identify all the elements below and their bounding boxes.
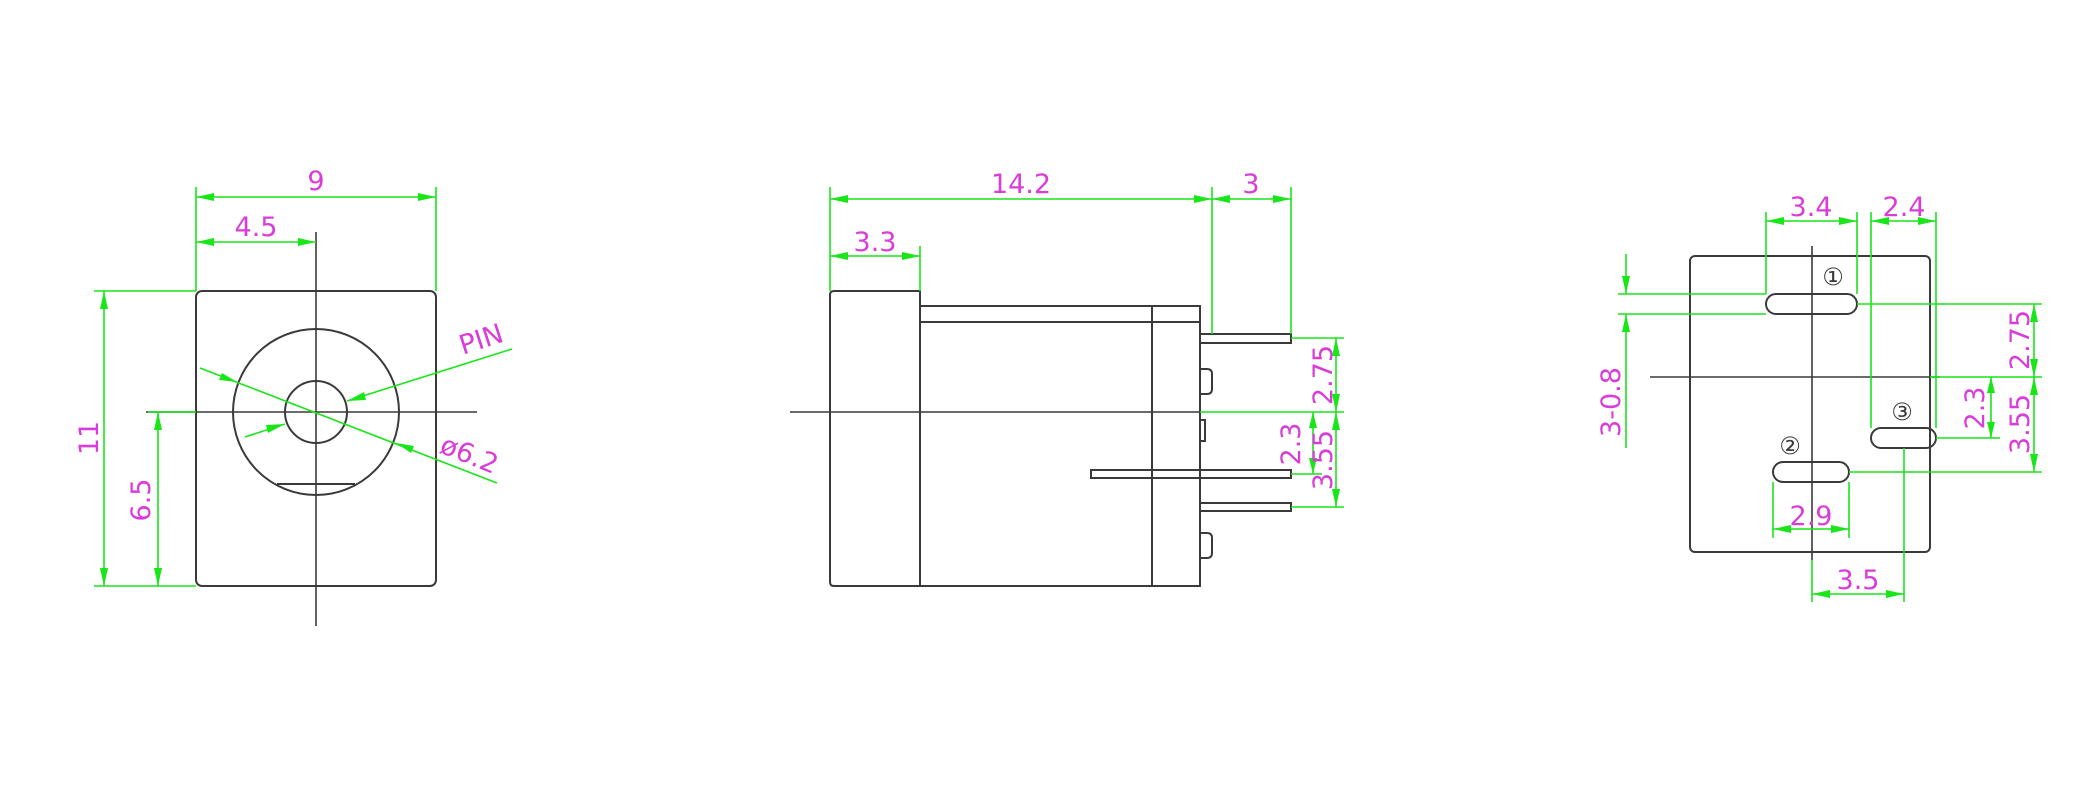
dim-label-center-height: 6.5	[126, 479, 157, 522]
pin-label: PIN	[455, 318, 507, 361]
arrowhead	[1332, 338, 1340, 356]
arrowhead	[298, 238, 316, 246]
arrowhead	[1766, 217, 1784, 225]
pin-marker-1: ①	[1822, 263, 1844, 291]
arrowhead	[2030, 359, 2038, 377]
arrowhead	[1273, 195, 1291, 203]
dim-label-offset-2-3: 2.3	[1960, 387, 1991, 430]
arrowhead	[830, 252, 848, 260]
pin-1-side	[1199, 333, 1292, 344]
arrowhead	[1332, 489, 1340, 507]
arrowhead	[1831, 525, 1849, 533]
arrowhead	[1309, 458, 1317, 474]
arrowhead	[830, 195, 848, 203]
pin-marker-2: ②	[1779, 432, 1801, 460]
dim-label-step-length: 3.3	[854, 227, 897, 258]
dim-label-pin3-offset: 3.55	[1308, 430, 1339, 490]
dim-label-pin-length: 3	[1242, 169, 1259, 200]
arrowhead	[2030, 304, 2038, 322]
dim-label-slot-spacing-right: 2.4	[1883, 192, 1926, 223]
front-view: 9 4.5 11 6.5 PIN ø6.2	[74, 166, 513, 626]
arrowhead	[100, 568, 108, 586]
dim-label-slot-spacing-left: 3.4	[1790, 192, 1833, 223]
arrowhead	[1622, 276, 1630, 294]
arrowhead	[1622, 314, 1630, 332]
arrowhead	[347, 392, 366, 401]
side-body	[919, 305, 1201, 587]
arrowhead	[1212, 195, 1230, 203]
bottom-view: ① ② ③ 3.4 2.4 3-0.8 2.75	[1596, 192, 2042, 602]
pin-2-side	[1090, 469, 1292, 479]
arrowhead	[1871, 217, 1889, 225]
arrowhead	[1332, 394, 1340, 412]
arrowhead	[2030, 377, 2038, 395]
arrowhead	[1839, 217, 1857, 225]
arrowhead	[1194, 195, 1212, 203]
dim-label-half-width: 4.5	[235, 212, 278, 243]
dim-label-slot-distance: 3.5	[1837, 565, 1880, 596]
arrowhead	[902, 252, 920, 260]
dim-label-offset-2-75: 2.75	[2005, 310, 2036, 370]
side-tab	[1200, 368, 1213, 395]
arrowhead	[1773, 525, 1791, 533]
arrowhead	[219, 373, 237, 382]
dim-label-pin2-offset: 2.3	[1276, 423, 1307, 466]
arrowhead	[396, 443, 414, 453]
arrowhead	[1812, 590, 1830, 598]
arrowhead	[1309, 412, 1317, 428]
dim-label-body-length: 14.2	[991, 169, 1051, 200]
arrowhead	[100, 291, 108, 309]
arrowhead	[154, 568, 162, 586]
arrowhead	[266, 424, 285, 433]
arrowhead	[1918, 217, 1936, 225]
dim-label-slot-width: 3-0.8	[1596, 367, 1627, 437]
arrowhead	[196, 238, 214, 246]
pin-marker-3: ③	[1891, 398, 1913, 426]
dim-label-slot-length: 2.9	[1790, 501, 1833, 532]
side-tab	[1200, 532, 1213, 559]
side-view: 14.2 3 3.3 2.75 2.3 3.55	[790, 169, 1344, 587]
arrowhead	[1886, 590, 1904, 598]
arrowhead	[1987, 422, 1995, 438]
side-tab	[1200, 419, 1206, 442]
dim-label-width: 9	[307, 166, 324, 197]
slot-pin-3	[1870, 427, 1937, 449]
dim-label-height: 11	[74, 421, 105, 455]
arrowhead	[196, 193, 214, 201]
pin-3-side	[1199, 502, 1292, 512]
bottom-body-outline	[1689, 255, 1931, 553]
arrowhead	[2030, 454, 2038, 472]
slot-pin-2	[1772, 461, 1850, 483]
diameter-leader	[199, 367, 498, 484]
side-front-flange	[829, 290, 921, 587]
dim-label-pin1-offset: 2.75	[1308, 345, 1339, 405]
dim-label-offset-3-55: 3.55	[2005, 394, 2036, 454]
arrowhead	[1332, 412, 1340, 430]
pin-leader	[346, 348, 513, 402]
arrowhead	[1987, 377, 1995, 393]
arrowhead	[418, 193, 436, 201]
arrowhead	[154, 412, 162, 430]
